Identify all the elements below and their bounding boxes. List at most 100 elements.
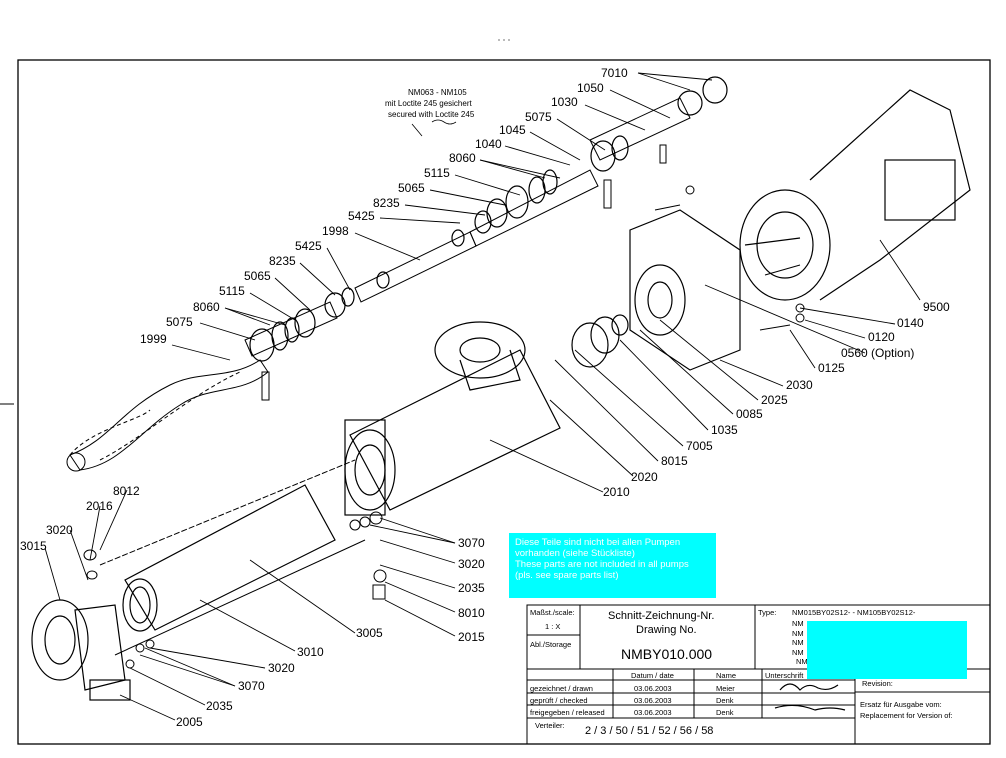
part-label: 2010: [603, 485, 630, 499]
part-label: 5115: [219, 284, 245, 298]
note-line: vorhanden (siehe Stückliste): [515, 548, 635, 559]
type-partial: NM: [792, 619, 804, 628]
row-label: gezeichnet / drawn: [530, 684, 593, 693]
note-line: (pls. see spare parts list): [515, 570, 619, 581]
part-label: 8060: [193, 300, 220, 314]
row-label: freigegeben / released: [530, 708, 605, 717]
drawing-title-en: Drawing No.: [636, 624, 697, 636]
part-label: 3020: [268, 661, 295, 675]
row-date: 03.06.2003: [634, 684, 672, 693]
drawing-number: NMBY010.000: [621, 646, 713, 662]
annotation-line-1: NM063 - NM105: [408, 88, 467, 97]
part-label: 8235: [269, 254, 296, 268]
part-label: 5065: [244, 269, 271, 283]
part-label: 8012: [113, 484, 140, 498]
row-name: Denk: [716, 696, 734, 705]
replacement-line-1: Ersatz für Ausgabe vom:: [860, 700, 942, 709]
row-date: 03.06.2003: [634, 708, 672, 717]
bolts: [654, 185, 805, 331]
type-partial: NM: [796, 657, 808, 666]
type-label: Type:: [758, 608, 777, 617]
distribution-list: 2 / 3 / 50 / 51 / 52 / 56 / 58: [585, 725, 714, 737]
part-label: 5425: [295, 239, 322, 253]
part-label: 0120: [868, 330, 895, 344]
tie-rods: [99, 459, 366, 656]
date-header: Datum / date: [631, 671, 674, 680]
part-label: 8235: [373, 196, 400, 210]
suction-flange-2005: [31, 599, 131, 701]
part-label: 3070: [238, 679, 265, 693]
drawing-title-de: Schnitt-Zeichnung-Nr.: [608, 610, 715, 622]
part-label: 8060: [449, 151, 476, 165]
seal-housing: [571, 314, 629, 368]
part-label: 1045: [499, 123, 526, 137]
pins: [261, 144, 667, 401]
revision-label: Revision:: [862, 679, 893, 688]
signature-header: Unterschrift: [765, 671, 804, 680]
part-label: 2035: [458, 581, 485, 595]
distribution-label: Verteiler:: [535, 721, 565, 730]
part-label: 5425: [348, 209, 375, 223]
part-label: 8015: [661, 454, 688, 468]
part-label: 0085: [736, 407, 763, 421]
part-label: 2005: [176, 715, 203, 729]
part-label: 1035: [711, 423, 738, 437]
coupling-rod-1998: [244, 97, 691, 357]
part-label: 7005: [686, 439, 713, 453]
part-label: 9500: [923, 300, 950, 314]
part-label: 3015: [20, 539, 47, 553]
part-label: 0125: [818, 361, 845, 375]
part-label: 3070: [458, 536, 485, 550]
part-label: 5115: [424, 166, 450, 180]
row-label: geprüft / checked: [530, 696, 588, 705]
part-label: 2020: [631, 470, 658, 484]
part-label: 1998: [322, 224, 349, 238]
part-label: 5075: [166, 315, 193, 329]
signature: [774, 683, 846, 711]
annotation-line-2: mit Loctite 245 gesichert: [385, 99, 472, 108]
part-label: 5065: [398, 181, 425, 195]
part-label: 1050: [577, 81, 604, 95]
rotor-1999: [66, 359, 269, 472]
row-name: Denk: [716, 708, 734, 717]
pump-casing-2010: [344, 321, 561, 516]
part-label: 8010: [458, 606, 485, 620]
part-label: 3020: [458, 557, 485, 571]
part-label: 1999: [140, 332, 167, 346]
part-label: 2035: [206, 699, 233, 713]
part-label: 3020: [46, 523, 73, 537]
annotation-line-3: secured with Loctite 245: [388, 110, 475, 119]
part-label: 2025: [761, 393, 788, 407]
scale-label: Maßst./scale:: [530, 608, 575, 617]
part-label: 1040: [475, 137, 502, 151]
part-label: 1030: [551, 95, 578, 109]
part-labels: 7010 1050 1030 5075 1045 1040 8060 5115 …: [20, 66, 950, 729]
part-label: 2016: [86, 499, 113, 513]
note-box: Diese Teile sind nicht bei allen Pumpen …: [509, 533, 716, 598]
lantern-2030: [629, 209, 741, 371]
name-header: Name: [716, 671, 737, 680]
part-label: 3005: [356, 626, 383, 640]
part-label: 0560 (Option): [841, 346, 914, 360]
row-name: Meier: [716, 684, 735, 693]
scale-value: 1 : X: [545, 622, 561, 631]
replacement-line-2: Replacement for Version of:: [860, 711, 953, 720]
type-partial: NM: [792, 638, 804, 647]
part-label: 2015: [458, 630, 485, 644]
note-line: These parts are not included in all pump…: [515, 559, 689, 570]
part-label: 5075: [525, 110, 552, 124]
drawing-frame: [17, 59, 991, 745]
stator-3005: [122, 484, 336, 632]
part-label: 3010: [297, 645, 324, 659]
note-line: Diese Teile sind nicht bei allen Pumpen: [515, 537, 681, 548]
part-label: 0140: [897, 316, 924, 330]
type-partial: NM: [792, 648, 804, 657]
storage-label: Abl./Storage: [530, 640, 572, 649]
type-line-1: NM015BY02S12- - NM105BY02S12-: [792, 608, 916, 617]
redaction-box: [807, 621, 967, 679]
small-parts: [83, 511, 387, 669]
part-label: 2030: [786, 378, 813, 392]
leader-lines: [44, 72, 921, 721]
drive-motor-9500: [739, 89, 971, 301]
